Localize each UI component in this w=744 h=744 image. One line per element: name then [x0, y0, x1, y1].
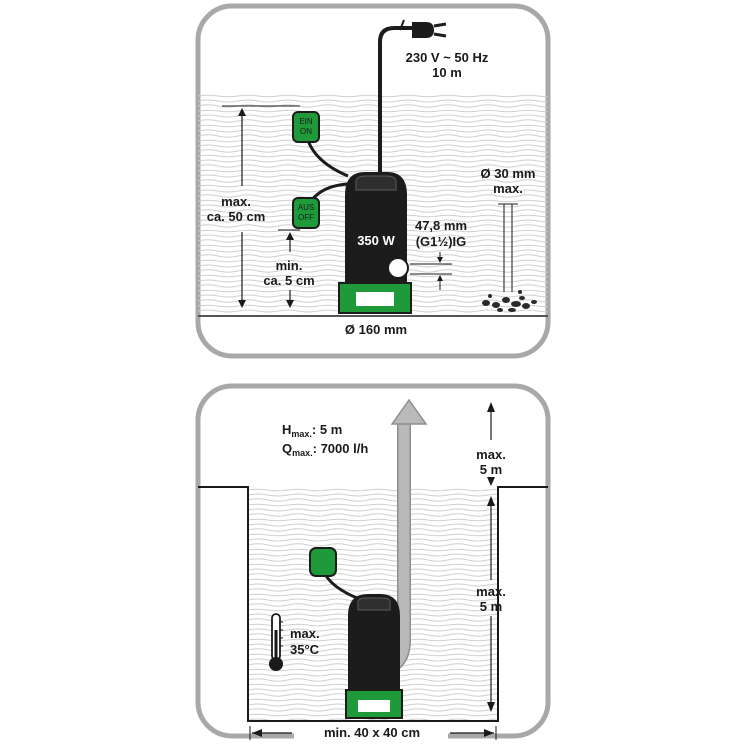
water-wave-line — [248, 493, 498, 497]
float-switch-off: AUS OFF — [292, 197, 320, 229]
outlet-dimension — [410, 252, 452, 290]
water-wave-line — [198, 94, 548, 98]
water-wave-line — [198, 149, 548, 153]
lift-height-dimension — [487, 402, 495, 486]
lift-height-label-2: 5 m — [480, 462, 502, 477]
power-cable — [378, 26, 412, 172]
qmax-label: Qmax.: 7000 l/h — [282, 441, 368, 458]
lift-height-label-1: max. — [476, 447, 506, 462]
water-wave-line — [198, 144, 548, 148]
water-wave-line — [198, 104, 548, 108]
water-wave-line — [198, 134, 548, 138]
pump-base-window — [356, 292, 394, 306]
water-wave-line — [198, 109, 548, 113]
shaft-width-dimension — [249, 726, 497, 740]
temperature-label-1: max. — [290, 626, 320, 641]
water-wave-line — [248, 518, 498, 522]
pump-body-bottom — [348, 594, 400, 690]
min-level-dimension — [278, 229, 300, 308]
pump-handle — [355, 175, 397, 191]
shaft-width-label-bg — [294, 724, 448, 740]
float-switch-bottom — [309, 547, 337, 577]
water-wave-line — [248, 553, 498, 557]
water-wave-line — [198, 99, 548, 103]
water-wave-line — [248, 543, 498, 547]
water-wave-line — [198, 154, 548, 158]
max-level-dimension — [222, 105, 300, 308]
water-wave-line — [248, 508, 498, 512]
float-switch-off-label-2: OFF — [298, 213, 314, 222]
shaft-width-label: min. 40 x 40 cm — [324, 725, 420, 740]
particle-size-label-1: Ø 30 mm — [481, 166, 536, 181]
temperature-label-2: 35°C — [290, 642, 320, 657]
depth-dimension — [487, 496, 495, 712]
water-wave-line — [248, 513, 498, 517]
pump-base-window-bottom — [358, 700, 390, 712]
water-wave-line — [248, 503, 498, 507]
plug-icon — [399, 19, 447, 38]
pump-top: 350 W — [338, 172, 412, 314]
water-wave-line — [248, 568, 498, 572]
pump-handle-bottom — [357, 597, 391, 611]
pump-wattage: 350 W — [357, 233, 395, 248]
depth-label-1: max. — [476, 584, 506, 599]
water-wave-line — [198, 114, 548, 118]
outlet-size-label-1: 47,8 mm — [415, 218, 467, 233]
max-level-label-1: max. — [221, 194, 251, 209]
outlet-size-label-2: (G1½)IG — [416, 234, 467, 249]
water-wave-line — [248, 498, 498, 502]
water-wave-line — [248, 583, 498, 587]
water-wave-line — [248, 528, 498, 532]
water-wave-line — [198, 164, 548, 168]
pump-body — [345, 172, 407, 282]
water-wave-line — [248, 593, 498, 597]
water-wave-line — [248, 533, 498, 537]
water-wave-line — [248, 588, 498, 592]
water-wave-line — [248, 488, 498, 492]
particles — [482, 290, 537, 312]
power-spec-voltage: 230 V ~ 50 Hz — [406, 50, 489, 65]
water-wave-line — [198, 159, 548, 163]
particle-dimension — [498, 203, 518, 292]
water-wave-line — [198, 169, 548, 173]
base-diameter-label: Ø 160 mm — [345, 322, 407, 337]
water-wave-line — [248, 548, 498, 552]
float-switch-on-label-2: ON — [300, 127, 312, 136]
shaft-outline — [198, 486, 548, 722]
water-wave-line — [198, 129, 548, 133]
water-wave-line — [198, 124, 548, 128]
water-wave-line — [198, 119, 548, 123]
water-wave-line — [198, 139, 548, 143]
power-spec-cable: 10 m — [432, 65, 462, 80]
min-level-label-2: ca. 5 cm — [263, 273, 314, 288]
pump-outlet — [387, 257, 409, 279]
float-switch-off-label-1: AUS — [298, 203, 314, 212]
particle-size-label-2: max. — [493, 181, 523, 196]
float-switch-on-label-1: EIN — [299, 117, 313, 126]
water-wave-line — [248, 558, 498, 562]
water-wave-line — [248, 523, 498, 527]
water-wave-line — [248, 573, 498, 577]
water-wave-line — [248, 578, 498, 582]
water-wave-line — [248, 563, 498, 567]
max-level-label-2: ca. 50 cm — [207, 209, 266, 224]
water-wave-line — [248, 538, 498, 542]
pump-bottom — [345, 594, 403, 719]
top-panel: 230 V ~ 50 Hz 10 m EIN ON AUS OFF 350 W — [195, 3, 551, 359]
depth-label-2: 5 m — [480, 599, 502, 614]
hmax-label: Hmax.: 5 m — [282, 422, 342, 439]
min-level-label-1: min. — [276, 258, 303, 273]
float-switch-on: EIN ON — [292, 111, 320, 143]
bottom-panel: Hmax.: 5 m Qmax.: 7000 l/h max. 5 m max.… — [195, 383, 551, 740]
thermometer-icon — [269, 613, 283, 671]
